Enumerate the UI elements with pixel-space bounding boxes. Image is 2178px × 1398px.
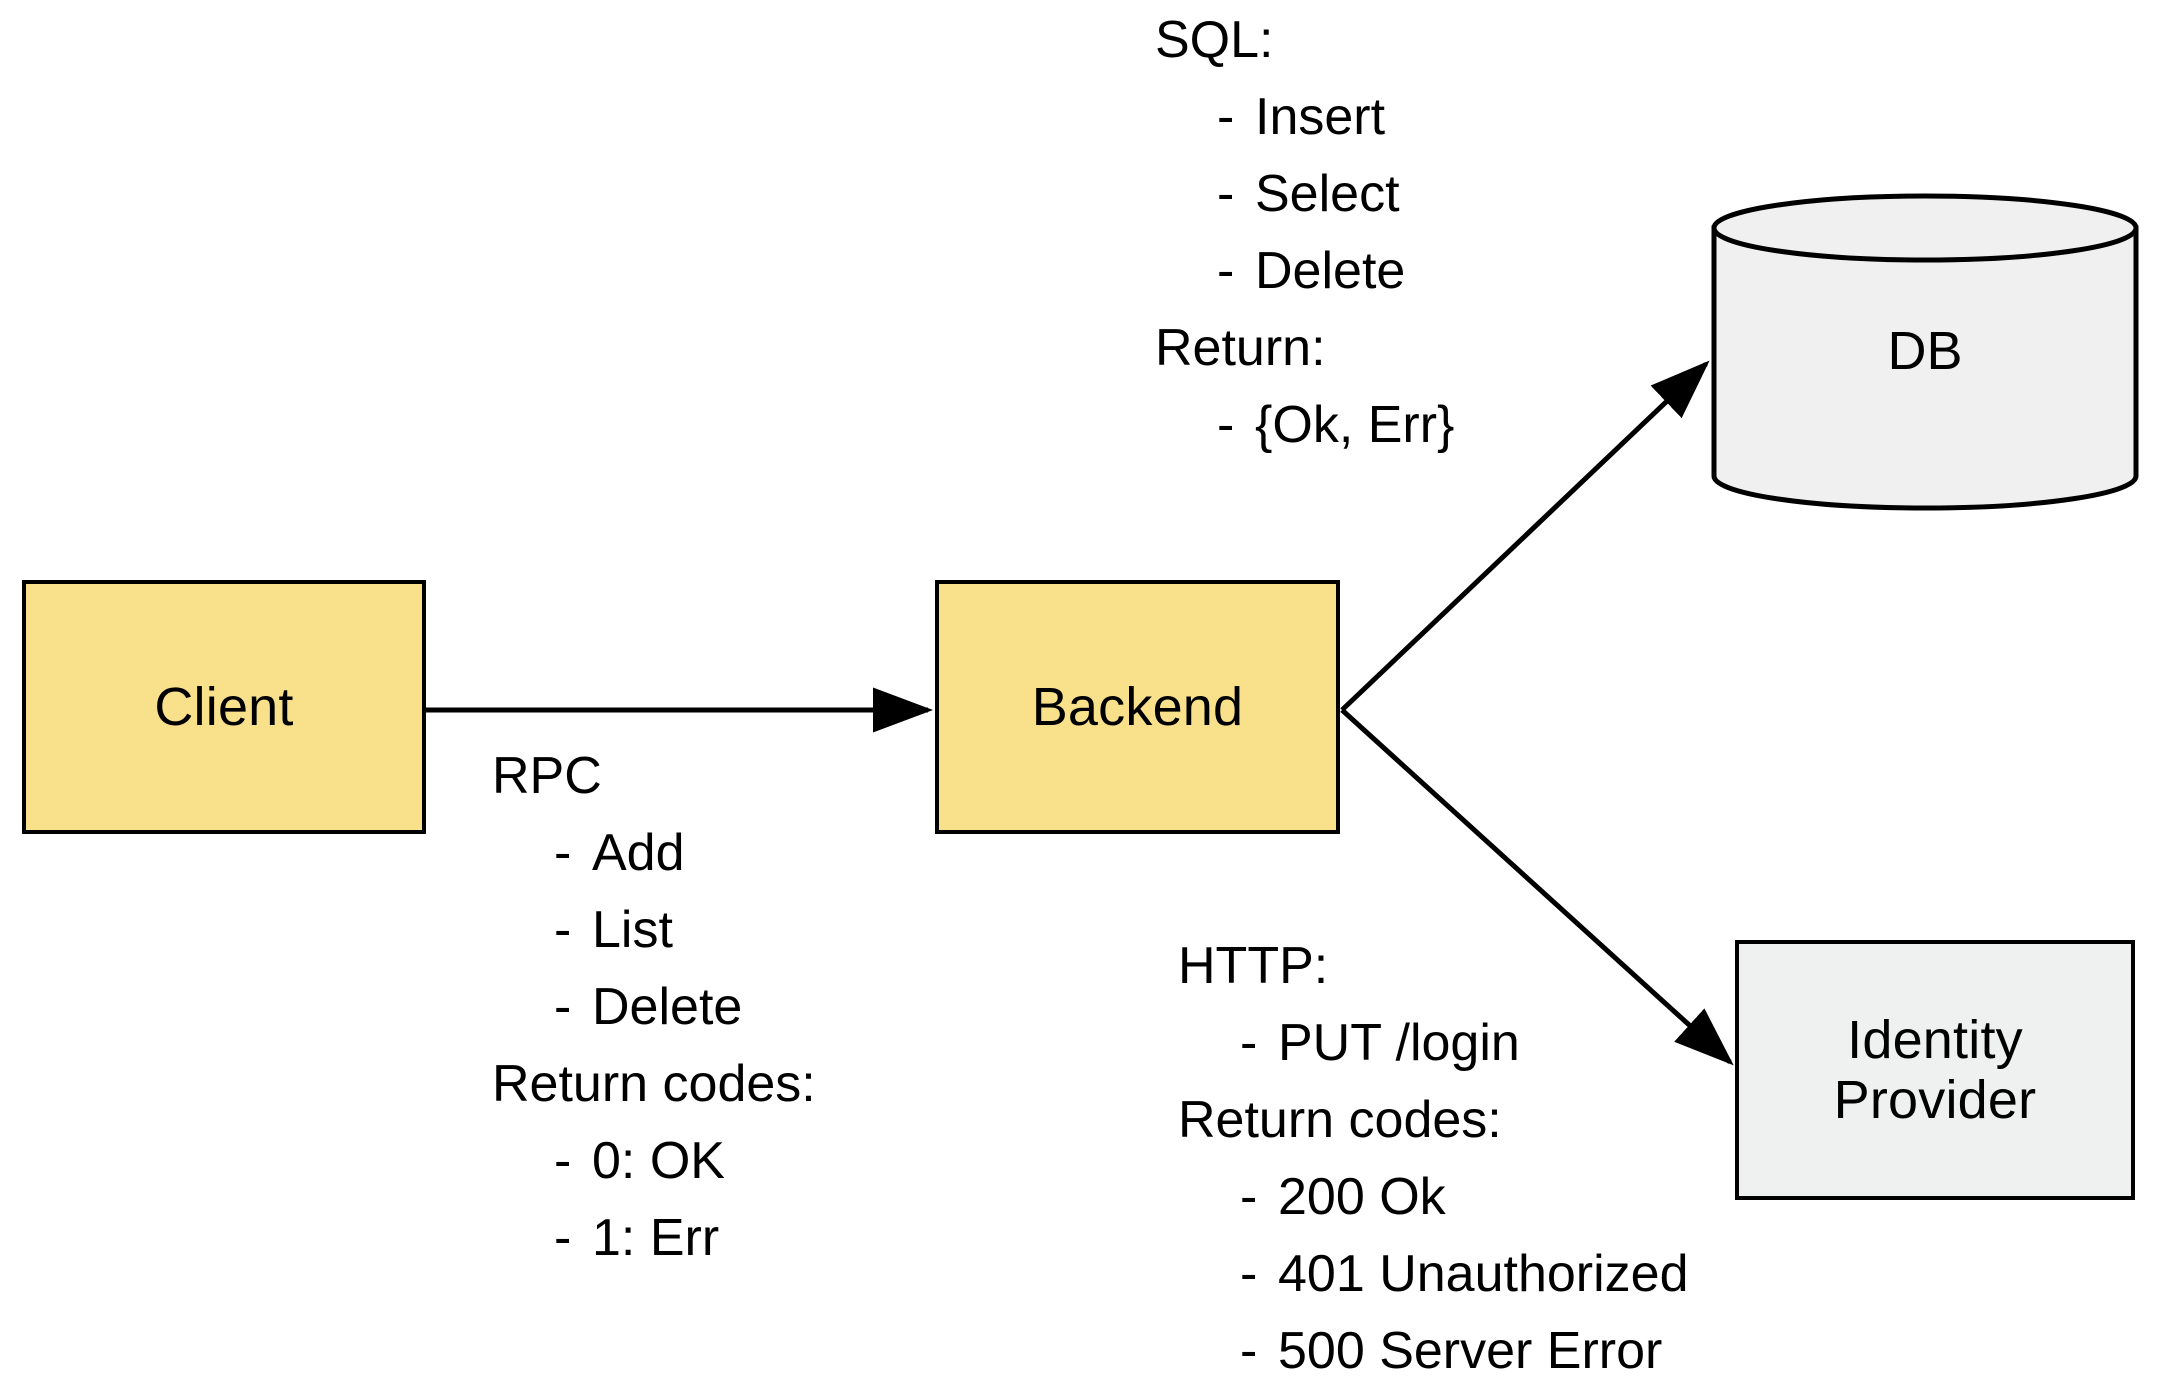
annotation-http-return-item: -200 Ok [1178,1159,1689,1236]
node-identity-provider[interactable]: Identity Provider [1735,940,2135,1200]
annotation-http-return-title: Return codes: [1178,1091,1502,1149]
bullet-dash: - [554,1132,572,1190]
annotation-rpc-return-item: -1: Err [492,1200,816,1277]
annotation-sql-title: SQL: [1155,11,1274,69]
bullet-dash: - [554,824,572,882]
annotation-rpc-item: -List [492,892,816,969]
annotation-sql-item: -Select [1155,156,1454,233]
annotation-http: HTTP: -PUT /login Return codes: -200 Ok … [1178,928,1689,1390]
annotation-sql-return-item-label: {Ok, Err} [1255,396,1455,454]
annotation-rpc-item-label: List [592,901,673,959]
annotation-http-item: -PUT /login [1178,1005,1689,1082]
bullet-dash: - [554,1209,572,1267]
node-db-label: DB [1887,321,1963,381]
bullet-dash: - [554,901,572,959]
annotation-sql-item: -Delete [1155,233,1454,310]
annotation-sql-item-label: Insert [1255,88,1386,146]
annotation-http-return-item-label: 401 Unauthorized [1278,1245,1689,1303]
bullet-dash: - [1217,165,1235,223]
annotation-rpc: RPC -Add -List -Delete Return codes: -0:… [492,738,816,1277]
annotation-http-item-label: PUT /login [1278,1014,1520,1072]
annotation-http-return-item: -401 Unauthorized [1178,1236,1689,1313]
bullet-dash: - [1240,1245,1258,1303]
bullet-dash: - [1217,242,1235,300]
annotation-rpc-title: RPC [492,747,602,805]
bullet-dash: - [1217,396,1235,454]
database-cylinder-icon [1711,193,2139,511]
bullet-dash: - [1217,88,1235,146]
annotation-http-return-item-label: 200 Ok [1278,1168,1446,1226]
annotation-http-return-item-label: 500 Server Error [1278,1322,1663,1380]
annotation-rpc-return-item-label: 1: Err [592,1209,720,1267]
annotation-rpc-item: -Delete [492,969,816,1046]
bullet-dash: - [1240,1014,1258,1072]
annotation-sql-return-title: Return: [1155,319,1326,377]
node-client-label: Client [154,676,294,737]
node-db[interactable]: DB [1710,192,2140,512]
node-identity-provider-label: Identity Provider [1833,1009,2037,1130]
annotation-rpc-return-item: -0: OK [492,1123,816,1200]
annotation-sql: SQL: -Insert -Select -Delete Return: -{O… [1155,2,1454,464]
annotation-rpc-item: -Add [492,815,816,892]
bullet-dash: - [554,978,572,1036]
node-backend[interactable]: Backend [935,580,1340,834]
annotation-http-return-item: -500 Server Error [1178,1313,1689,1390]
bullet-dash: - [1240,1322,1258,1380]
annotation-sql-return-item: -{Ok, Err} [1155,387,1454,464]
node-backend-label: Backend [1031,676,1244,737]
node-client[interactable]: Client [22,580,426,834]
annotation-rpc-return-title: Return codes: [492,1055,816,1113]
annotation-rpc-item-label: Delete [592,978,743,1036]
annotation-rpc-return-item-label: 0: OK [592,1132,725,1190]
bullet-dash: - [1240,1168,1258,1226]
annotation-rpc-item-label: Add [592,824,685,882]
annotation-sql-item: -Insert [1155,79,1454,156]
annotation-http-title: HTTP: [1178,937,1329,995]
annotation-sql-item-label: Delete [1255,242,1406,300]
annotation-sql-item-label: Select [1255,165,1400,223]
